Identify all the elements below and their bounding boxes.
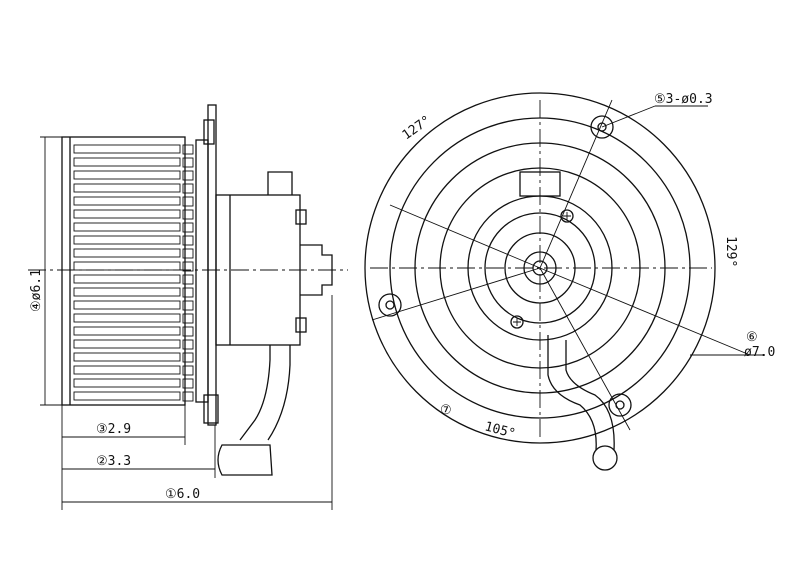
blade bbox=[73, 365, 181, 375]
blade-tip bbox=[182, 313, 194, 324]
blade-tip bbox=[182, 287, 194, 298]
mounting-hole bbox=[378, 293, 402, 317]
dim-overall-label: ①6.0 bbox=[165, 487, 200, 502]
blade bbox=[73, 248, 181, 258]
blower-wheel bbox=[61, 136, 186, 406]
blade-tip bbox=[182, 235, 194, 246]
blade-tip bbox=[182, 261, 194, 272]
blade-tip bbox=[182, 326, 194, 337]
blade-tip bbox=[182, 248, 194, 259]
screw bbox=[510, 315, 524, 329]
bolt-circle-marker: ⑥ bbox=[746, 330, 758, 345]
dim-wheel-label: ③2.9 bbox=[96, 422, 131, 437]
mounting-plate bbox=[195, 139, 209, 403]
motor-housing bbox=[215, 194, 301, 346]
bolt-circle-label: ø7.0 bbox=[744, 345, 775, 360]
blade bbox=[73, 287, 181, 297]
angle-right-label: 129° bbox=[723, 236, 738, 267]
blade bbox=[73, 391, 181, 401]
blade-tip bbox=[182, 300, 194, 311]
blade bbox=[73, 300, 181, 310]
blade-tip bbox=[182, 144, 194, 155]
dim-diameter-label: ④ø6.1 bbox=[29, 269, 44, 312]
blade bbox=[73, 378, 181, 388]
blade-tip bbox=[182, 391, 194, 402]
blade bbox=[73, 235, 181, 245]
outer-flange bbox=[364, 92, 716, 444]
side-view: ④ø6.1 ③2.9 ②3.3 ①6.0 bbox=[28, 104, 348, 510]
blade-tip bbox=[182, 378, 194, 389]
wheel-blades bbox=[73, 144, 194, 402]
connector bbox=[267, 171, 293, 195]
blade bbox=[73, 196, 181, 206]
blade-tip bbox=[182, 339, 194, 350]
blade bbox=[73, 261, 181, 271]
blade-tip bbox=[182, 170, 194, 181]
callout-7: ⑦ bbox=[440, 403, 452, 418]
blade bbox=[73, 183, 181, 193]
blade-tip bbox=[182, 352, 194, 363]
blade bbox=[73, 157, 181, 167]
blade bbox=[73, 352, 181, 362]
screw bbox=[560, 209, 574, 223]
blade bbox=[73, 274, 181, 284]
blade bbox=[73, 326, 181, 336]
blade bbox=[73, 170, 181, 180]
blade bbox=[73, 209, 181, 219]
angle-top-label: 127° bbox=[400, 113, 434, 143]
tube-nozzle bbox=[217, 444, 273, 476]
blade-tip bbox=[182, 274, 194, 285]
motor-shaft-end bbox=[300, 244, 333, 296]
blade-tip bbox=[182, 222, 194, 233]
front-view: 127° 129° 105° ⑤3-ø0.3 ⑥ ø7.0 ⑦ bbox=[364, 92, 775, 471]
cooling-tube bbox=[239, 345, 291, 441]
blade-tip bbox=[182, 157, 194, 168]
blade bbox=[73, 313, 181, 323]
holes-label: ⑤3-ø0.3 bbox=[654, 92, 713, 107]
tube-end bbox=[592, 445, 618, 471]
blade-tip bbox=[182, 209, 194, 220]
blade-tip bbox=[182, 196, 194, 207]
cooling-tube-front bbox=[547, 335, 615, 451]
blade-tip bbox=[182, 183, 194, 194]
blade bbox=[73, 339, 181, 349]
dim-motor-label: ②3.3 bbox=[96, 454, 131, 469]
blade bbox=[73, 222, 181, 232]
blade-tip bbox=[182, 365, 194, 376]
blade bbox=[73, 144, 181, 154]
